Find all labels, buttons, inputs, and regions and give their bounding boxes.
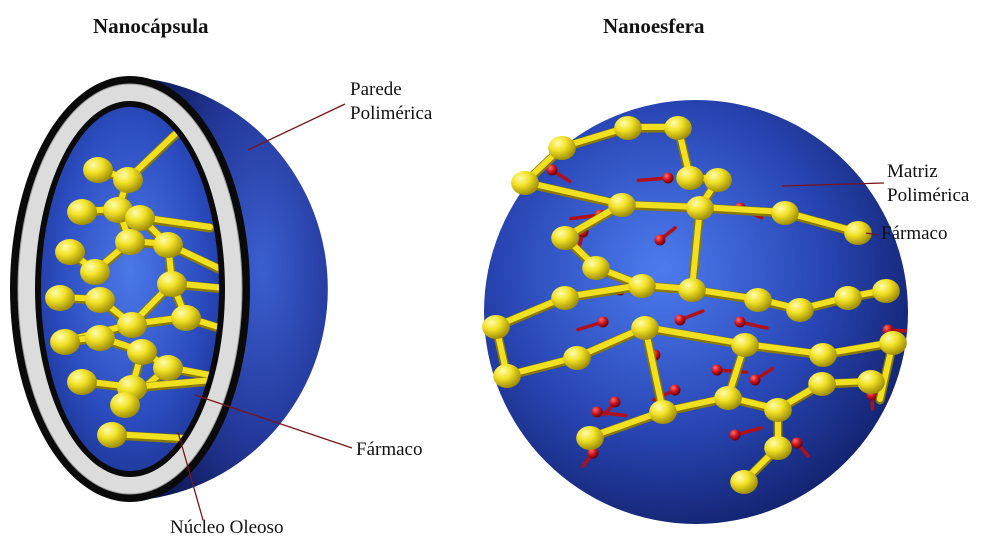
polymer-bead (551, 286, 579, 310)
polymer-bead (764, 398, 792, 422)
polymer-bead (686, 196, 714, 220)
oil-core-label: Núcleo Oleoso (170, 516, 283, 539)
polymer-matrix-label-line1: Matriz (887, 160, 938, 183)
polymer-bead (115, 229, 145, 255)
nanocapsule (10, 76, 328, 502)
polymer-bead (628, 274, 656, 298)
polymer-bead (153, 232, 183, 258)
polymer-matrix-label-line2: Polimérica (887, 184, 969, 207)
polymer-wall-label-line1: Parede (350, 78, 402, 101)
polymer-bead (614, 116, 642, 140)
drug-molecule (655, 235, 666, 246)
drug-molecule (598, 317, 609, 328)
polymer-bead (582, 256, 610, 280)
polymer-bead (97, 422, 127, 448)
polymer-bead (50, 329, 80, 355)
polymer-bead (67, 199, 97, 225)
polymer-bead (631, 316, 659, 340)
nanosphere (482, 100, 918, 524)
polymer-bead (834, 286, 862, 310)
polymer-bead (808, 372, 836, 396)
polymer-bead (157, 271, 187, 297)
polymer-bead (127, 339, 157, 365)
drug-molecule (670, 385, 681, 396)
polymer-bead (548, 136, 576, 160)
polymer-bead (482, 315, 510, 339)
drug-molecule (592, 407, 603, 418)
polymer-bead (809, 343, 837, 367)
polymer-bead (872, 279, 900, 303)
drug-molecule (675, 315, 686, 326)
polymer-bead (83, 157, 113, 183)
polymer-bead (67, 369, 97, 395)
polymer-bead (45, 285, 75, 311)
polymer-bead (608, 193, 636, 217)
drug-molecule (610, 397, 621, 408)
polymer-bead (764, 436, 792, 460)
drug-molecule (663, 173, 674, 184)
polymer-bead (55, 239, 85, 265)
polymer-bead (117, 312, 147, 338)
polymer-bead (563, 346, 591, 370)
polymer-wall-label-line2: Polimérica (350, 102, 432, 125)
polymer-bead (171, 305, 201, 331)
polymer-bead (576, 426, 604, 450)
drug-molecule (712, 365, 723, 376)
sphere-drug-label: Fármaco (881, 222, 947, 245)
polymer-bead (551, 226, 579, 250)
polymer-bead (80, 259, 110, 285)
polymer-bead (85, 325, 115, 351)
polymer-bead (731, 333, 759, 357)
polymer-bead (879, 331, 907, 355)
polymer-bead (85, 287, 115, 313)
drug-molecule (750, 375, 761, 386)
polymer-bead (493, 364, 521, 388)
polymer-bead (771, 201, 799, 225)
polymer-bead (714, 386, 742, 410)
polymer-bead (110, 392, 140, 418)
drug-molecule (735, 317, 746, 328)
polymer-bead (664, 116, 692, 140)
capsule-drug-label: Fármaco (356, 438, 422, 461)
nanosphere-title: Nanoesfera (603, 14, 704, 39)
polymer-bead (511, 171, 539, 195)
polymer-bead (125, 205, 155, 231)
polymer-bead (704, 168, 732, 192)
drug-molecule (792, 438, 803, 449)
polymer-bead (786, 298, 814, 322)
polymer-bead (676, 166, 704, 190)
drug-molecule (730, 430, 741, 441)
polymer-bead (113, 167, 143, 193)
polymer-bead (649, 400, 677, 424)
polymer-bead (857, 370, 885, 394)
polymer-bead (678, 278, 706, 302)
polymer-bead (153, 355, 183, 381)
polymer-bead (744, 288, 772, 312)
nanocapsule-title: Nanocápsula (93, 14, 209, 39)
wall-leader-line (248, 104, 345, 150)
polymer-bead (730, 470, 758, 494)
